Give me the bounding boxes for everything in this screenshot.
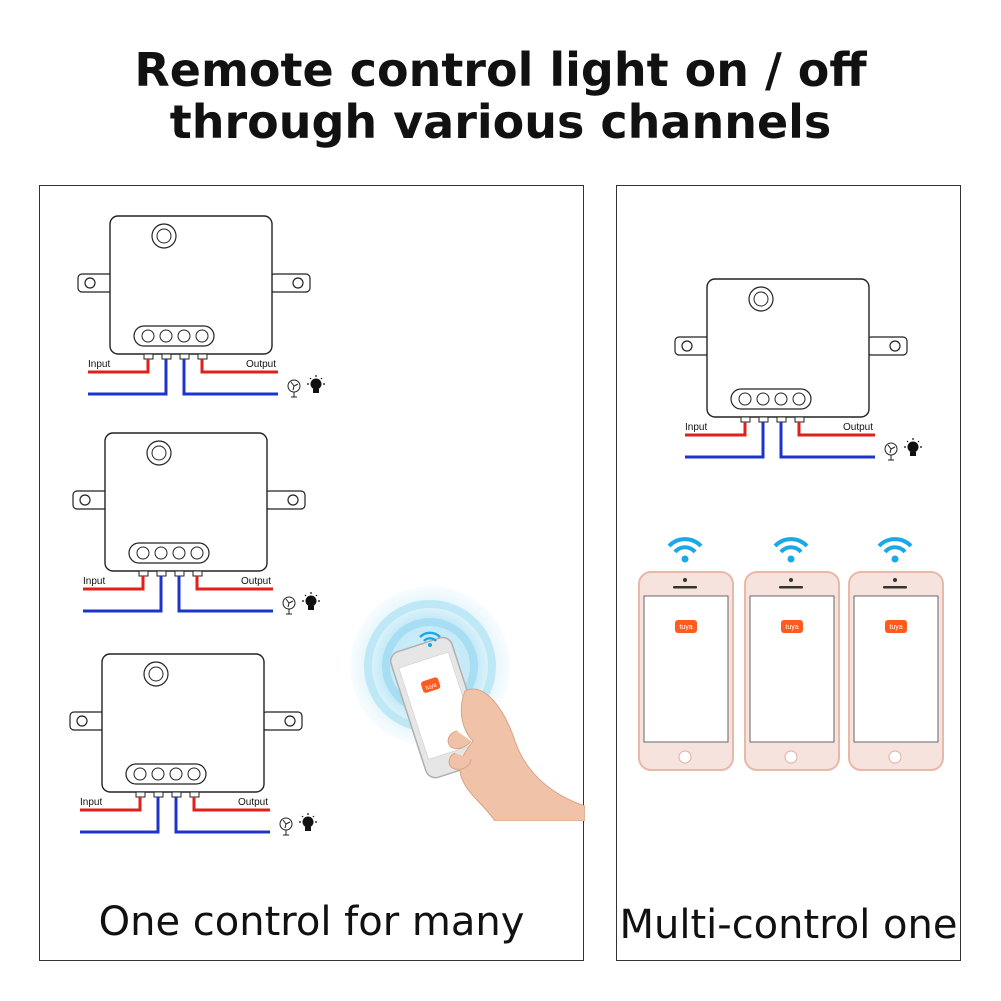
fan-icon — [884, 442, 898, 461]
one-control-many-caption: One control for many — [98, 899, 525, 945]
output-label: Output — [238, 797, 268, 808]
wifi-icon — [667, 537, 703, 563]
switch-module-2: Input Output — [72, 431, 333, 621]
phone-3: tuya — [848, 537, 944, 771]
fan-icon — [279, 817, 293, 836]
wifi-icon — [877, 537, 913, 563]
tuya-logo: tuya — [679, 624, 692, 631]
switch-module-diagram: Input Output — [674, 278, 922, 461]
bulb-icon — [904, 438, 922, 456]
switch-module-1: Input Output — [77, 214, 338, 404]
hand-holding-phone: tuya — [345, 581, 586, 826]
tuya-logo: tuya — [425, 682, 438, 691]
bulb-icon — [299, 813, 317, 831]
tuya-logo: tuya — [785, 624, 798, 631]
input-label: Input — [88, 359, 110, 370]
switch-module-3: Input Output — [69, 652, 330, 842]
bulb-icon — [302, 592, 320, 610]
one-control-many-panel: Input Output — [39, 185, 586, 961]
multi-control-one-panel: Input Output — [616, 185, 961, 961]
output-label: Output — [241, 576, 271, 587]
input-label: Input — [685, 422, 707, 433]
input-label: Input — [80, 797, 102, 808]
switch-module-diagram: Input Output — [72, 432, 320, 615]
phones-illustration: tuya tuya — [638, 537, 944, 771]
phone-2: tuya — [744, 537, 840, 771]
tuya-logo: tuya — [889, 624, 902, 631]
output-label: Output — [843, 422, 873, 433]
title-line-2: through various channels — [169, 95, 832, 149]
fan-icon — [282, 596, 296, 615]
wifi-icon — [419, 631, 441, 647]
phone-1: tuya — [638, 537, 734, 771]
switch-module-right: Input Output — [674, 277, 935, 467]
page-title: Remote control light on / off through va… — [0, 44, 1001, 148]
input-label: Input — [83, 576, 105, 587]
multi-control-one-caption: Multi-control one — [619, 902, 958, 948]
switch-module-diagram: Input Output — [69, 653, 317, 836]
wifi-icon — [773, 537, 809, 563]
phones-group: tuya tuya — [637, 528, 947, 783]
output-label: Output — [246, 359, 276, 370]
bulb-icon — [307, 375, 325, 393]
switch-module-diagram: Input Output — [77, 215, 325, 398]
hand-phone-illustration: tuya — [350, 586, 586, 822]
title-line-1: Remote control light on / off — [134, 43, 867, 97]
fan-icon — [287, 379, 301, 398]
